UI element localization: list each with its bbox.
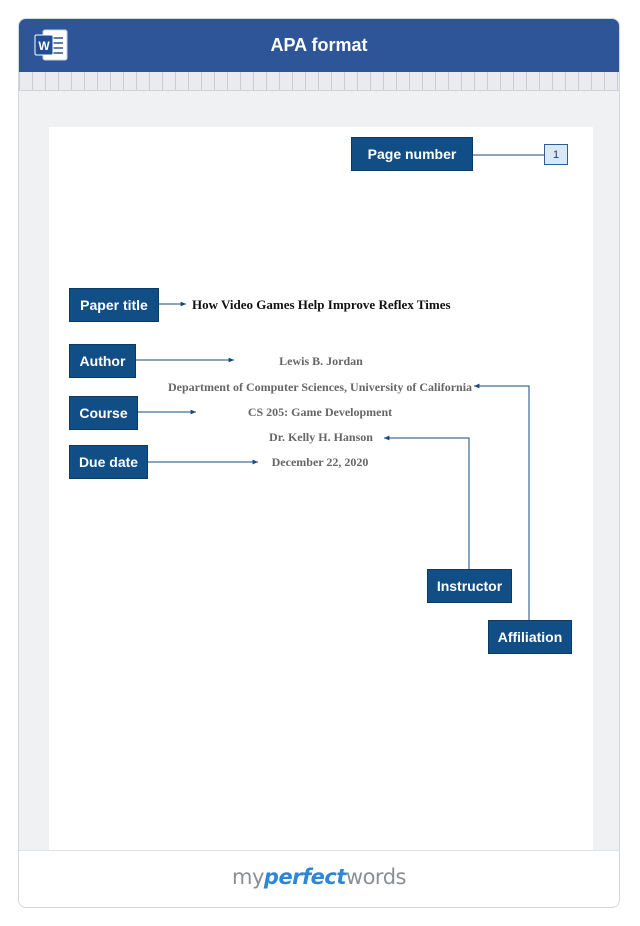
brand-logo-part3: words (345, 865, 407, 889)
instructor-connector (384, 435, 470, 570)
course-text: CS 205: Game Development (247, 405, 393, 419)
course-label: Course (69, 396, 138, 430)
author-text: Lewis B. Jordan (279, 354, 363, 368)
due-date-text: December 22, 2020 (271, 455, 369, 469)
brand-logo: myperfectwords (19, 865, 619, 889)
affiliation-text: Department of Computer Sciences, Univers… (167, 380, 473, 394)
footer: myperfectwords (19, 850, 619, 907)
title-bar: W APA format (19, 19, 619, 72)
affiliation-label: Affiliation (488, 620, 572, 654)
brand-logo-part1: my (232, 865, 264, 889)
document-frame: W APA format myperfectwords (18, 18, 620, 908)
due-date-label: Due date (69, 445, 148, 479)
affiliation-connector (474, 383, 530, 621)
page-number-box: 1 (544, 144, 568, 165)
instructor-label: Instructor (427, 569, 512, 603)
word-document-icon: W (34, 29, 68, 61)
paper-title-label: Paper title (69, 288, 159, 322)
brand-logo-part2: perfect (263, 865, 347, 889)
page-number-label: Page number (351, 137, 473, 171)
svg-text:W: W (38, 39, 50, 53)
paper-title-text: How Video Games Help Improve Reflex Time… (192, 297, 451, 312)
window-title: APA format (270, 35, 368, 55)
author-label: Author (69, 344, 136, 378)
document-page (49, 127, 593, 851)
ruler (19, 72, 619, 91)
instructor-text: Dr. Kelly H. Hanson (269, 430, 373, 444)
